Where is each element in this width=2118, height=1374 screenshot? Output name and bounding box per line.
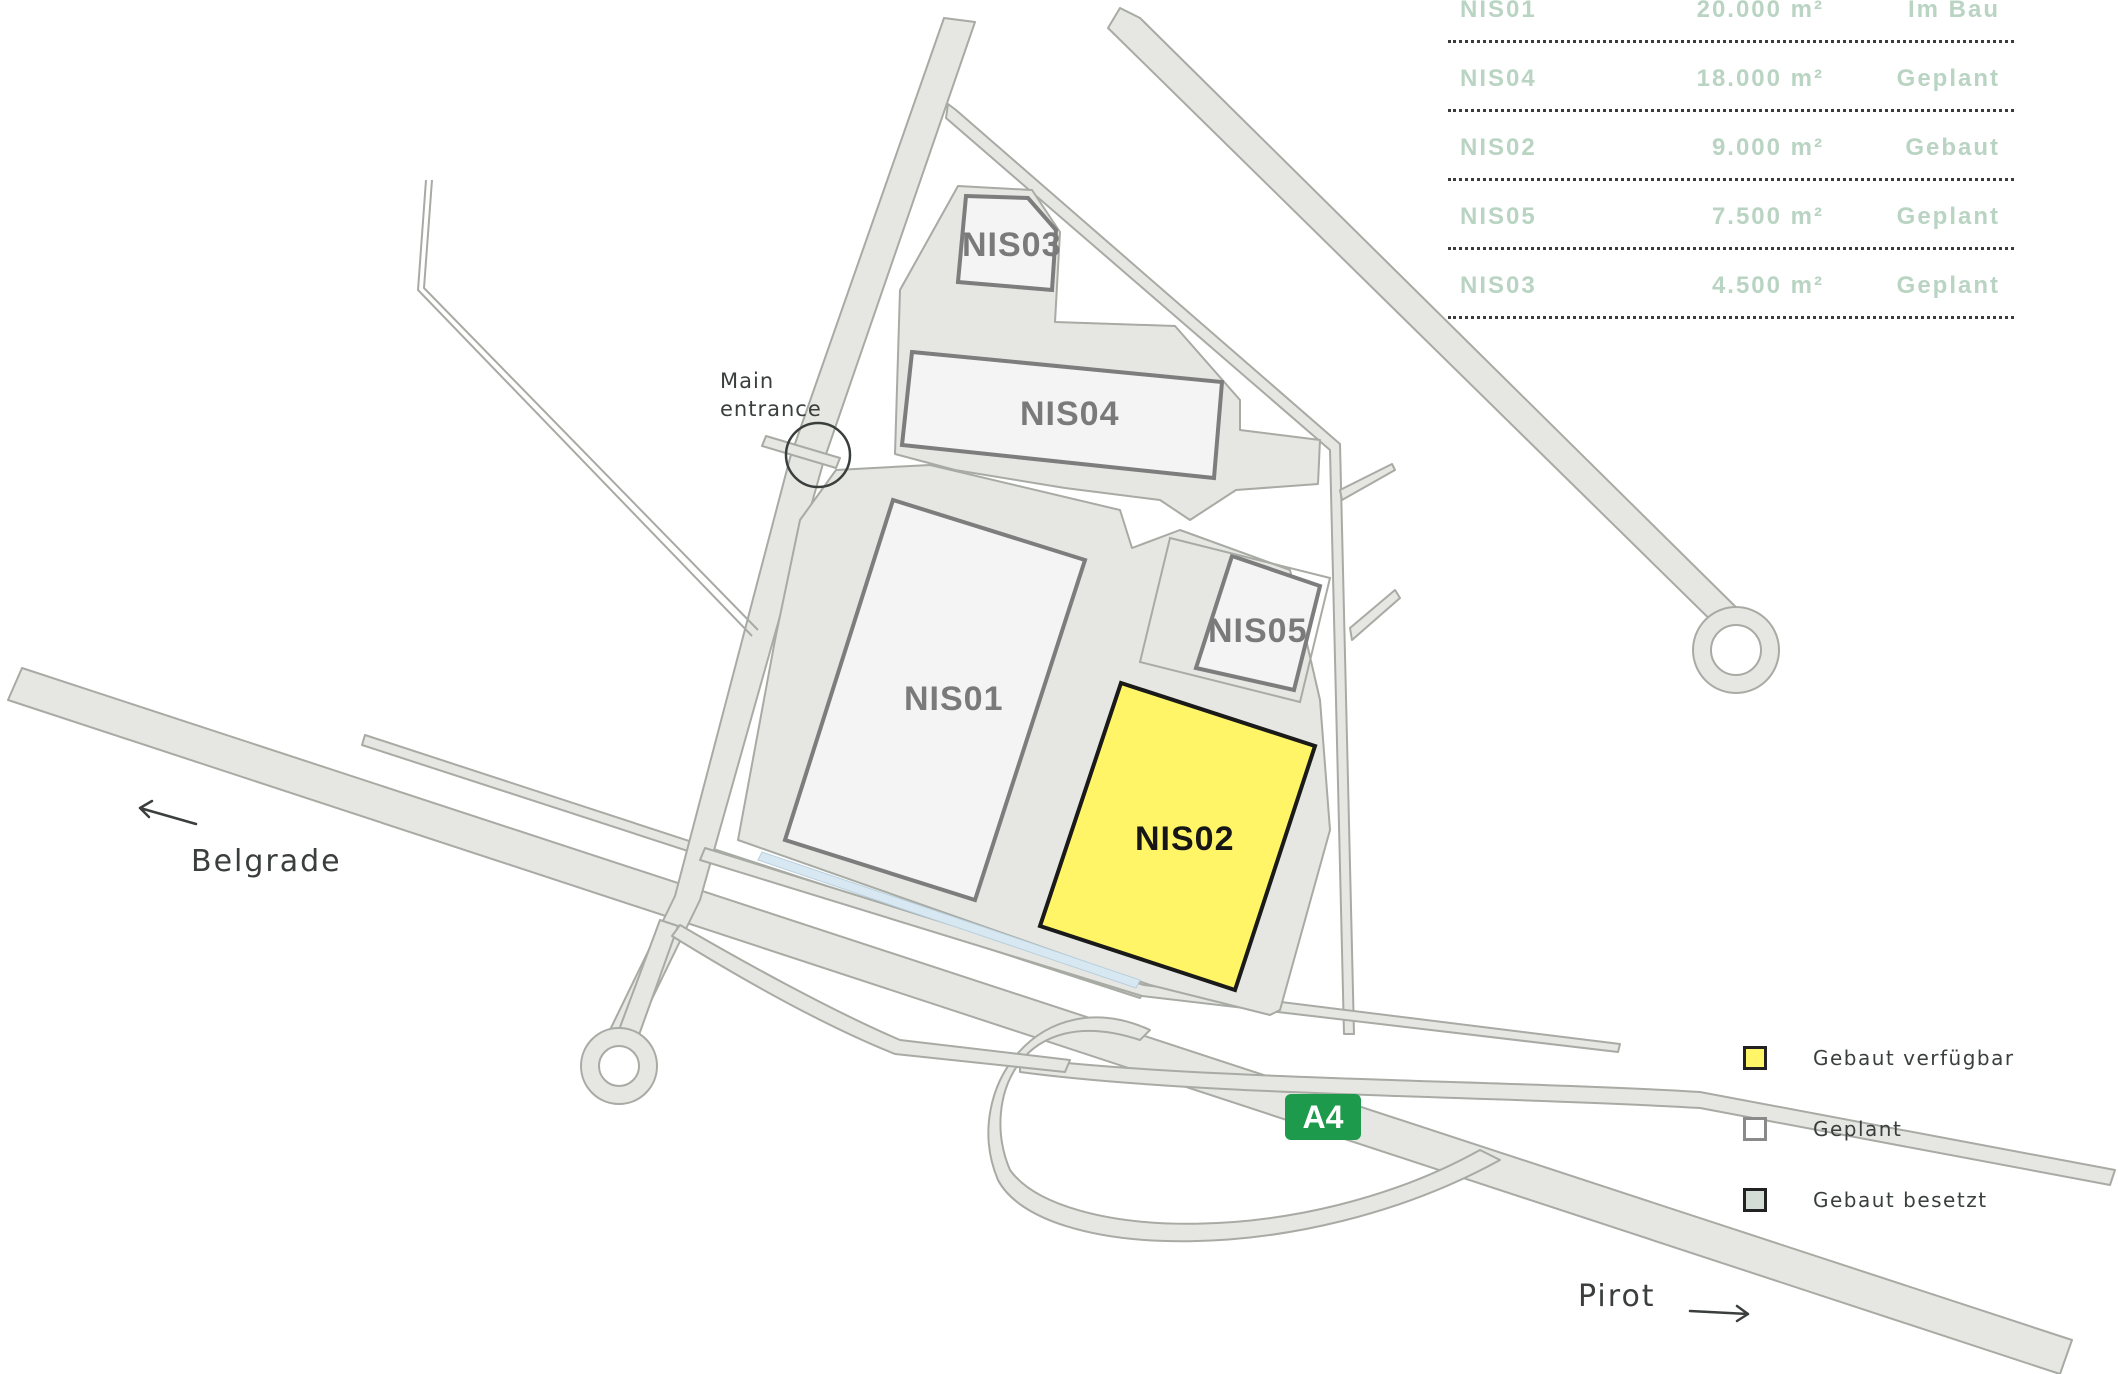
plot-nis02[interactable] — [1037, 680, 1318, 993]
area-row-status: Geplant — [1896, 272, 2000, 299]
highway-badge: A4 — [1285, 1094, 1361, 1140]
plot-nis03[interactable] — [955, 193, 1059, 293]
area-row[interactable]: NIS05 7.500 m² Geplant — [1448, 181, 2014, 250]
north-ramp — [1019, 1057, 2116, 1186]
plot-label-nis04: NIS04 — [1020, 395, 1120, 433]
highway-a4 — [7, 667, 2073, 1374]
area-row[interactable]: NIS04 18.000 m² Geplant — [1448, 43, 2014, 112]
plot-nis05[interactable] — [1193, 553, 1323, 693]
plot-label-nis03: NIS03 — [962, 226, 1062, 264]
highway-badge-label: A4 — [1303, 1099, 1344, 1135]
area-row-size: 18.000 m² — [1696, 65, 1824, 92]
northwest-service-road-edge — [422, 179, 759, 631]
area-row-name: NIS02 — [1460, 134, 1537, 161]
area-row-name: NIS05 — [1460, 203, 1537, 230]
main-entrance-label-line1: Main — [720, 369, 774, 393]
plot-label-nis02: NIS02 — [1135, 820, 1235, 858]
legend-swatch-available — [1743, 1046, 1767, 1070]
main-entrance-icon[interactable] — [784, 421, 852, 489]
east-spur-lower — [1349, 589, 1401, 641]
plot-label-nis01: NIS01 — [904, 680, 1004, 718]
legend-swatch-planned — [1743, 1117, 1767, 1141]
area-table: NIS01 20.000 m² Im Bau NIS04 18.000 m² G… — [1448, 0, 2014, 319]
interchange-loop — [987, 1016, 1501, 1243]
entrance-spur — [761, 435, 841, 469]
area-row-size: 7.500 m² — [1711, 203, 1824, 230]
plot-label-nis05: NIS05 — [1208, 612, 1308, 650]
belgrade-arrow-icon — [138, 799, 198, 826]
east-ring-road — [945, 103, 1355, 1035]
legend-label: Gebaut besetzt — [1813, 1188, 1988, 1212]
area-row-size: 4.500 m² — [1711, 272, 1824, 299]
area-row-status: Geplant — [1896, 203, 2000, 230]
area-row[interactable]: NIS02 9.000 m² Gebaut — [1448, 112, 2014, 181]
area-row-name: NIS03 — [1460, 272, 1537, 299]
site-parcels — [737, 185, 1332, 1016]
upper-site-base — [894, 185, 1321, 521]
area-row[interactable]: NIS03 4.500 m² Geplant — [1448, 250, 2014, 319]
south-frontage-road — [699, 847, 1621, 1053]
legend-label: Gebaut verfügbar — [1813, 1046, 2015, 1070]
road-network — [7, 7, 2116, 1374]
area-row-name: NIS01 — [1460, 0, 1537, 23]
pirot-arrow-icon — [1688, 1304, 1750, 1323]
area-row-status: Im Bau — [1907, 0, 2000, 23]
east-spur-upper — [1339, 463, 1396, 501]
main-entrance-label-line2: entrance — [720, 397, 822, 421]
area-row-name: NIS04 — [1460, 65, 1537, 92]
area-row-status: Geplant — [1896, 65, 2000, 92]
northwest-service-road — [416, 179, 753, 637]
ramp-connector — [671, 924, 1071, 1073]
area-row-status: Gebaut — [1905, 134, 2000, 161]
area-row[interactable]: NIS01 20.000 m² Im Bau — [1448, 0, 2014, 43]
legend-label: Geplant — [1813, 1117, 1903, 1141]
water-strip — [757, 851, 1141, 989]
plot-nis01[interactable] — [782, 497, 1088, 903]
area-row-size: 9.000 m² — [1711, 134, 1824, 161]
area-row-size: 20.000 m² — [1696, 0, 1824, 23]
belgrade-label: Belgrade — [191, 844, 342, 879]
plot-nis04[interactable] — [899, 349, 1225, 481]
legend-swatch-occupied — [1743, 1188, 1767, 1212]
pirot-label: Pirot — [1578, 1279, 1656, 1314]
